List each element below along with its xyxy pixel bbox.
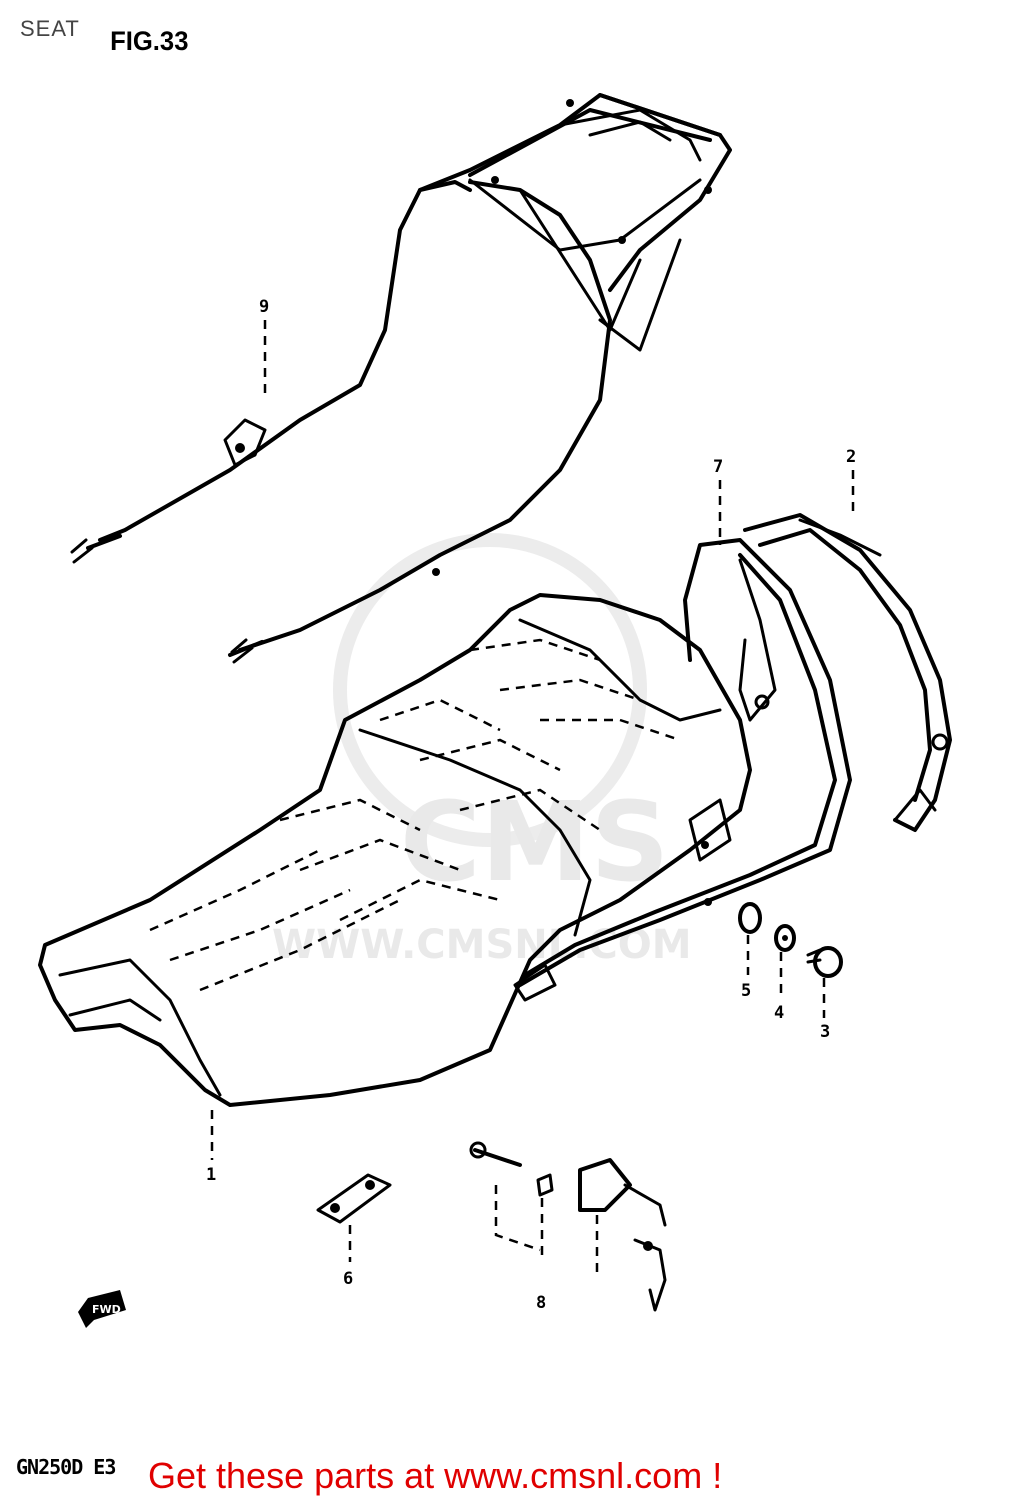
callout-2: 2 [846,447,856,467]
front-marker-label: FWD [92,1303,121,1316]
seat-lock-assembly [578,1158,667,1312]
model-code: GN250D E3 [16,1455,116,1479]
watermark-url: WWW.CMSNL.COM [272,922,692,968]
callout-7: 7 [713,457,723,477]
callout-numbers: 9 1 2 7 5 4 3 6 8 [206,297,856,1313]
grab-rail-part-7 [518,538,852,987]
front-direction-marker: FWD [78,1290,126,1328]
leader-lines [210,320,855,1275]
watermark-brand: CMS [400,778,669,906]
page-title: SEAT [20,16,80,41]
callout-4: 4 [774,1003,784,1023]
figure-number: FIG.33 [110,26,189,56]
watermark: CMS WWW.CMSNL.COM [272,533,692,968]
bolt-nut-part-8 [469,1141,554,1197]
seat-part-1 [38,593,752,1107]
footer-link-text[interactable]: Get these parts at www.cmsnl.com ! [148,1455,723,1496]
callout-9: 9 [259,297,269,317]
callout-6: 6 [343,1269,353,1289]
callout-3: 3 [820,1022,830,1042]
rear-carrier-part-9 [70,93,732,664]
callout-8: 8 [536,1293,546,1313]
callout-5: 5 [741,981,751,1001]
seat-strap-part-2 [743,513,952,832]
callout-1: 1 [206,1165,216,1185]
hardware-parts-3-4-5 [738,902,843,978]
plate-part-6 [316,1173,392,1224]
